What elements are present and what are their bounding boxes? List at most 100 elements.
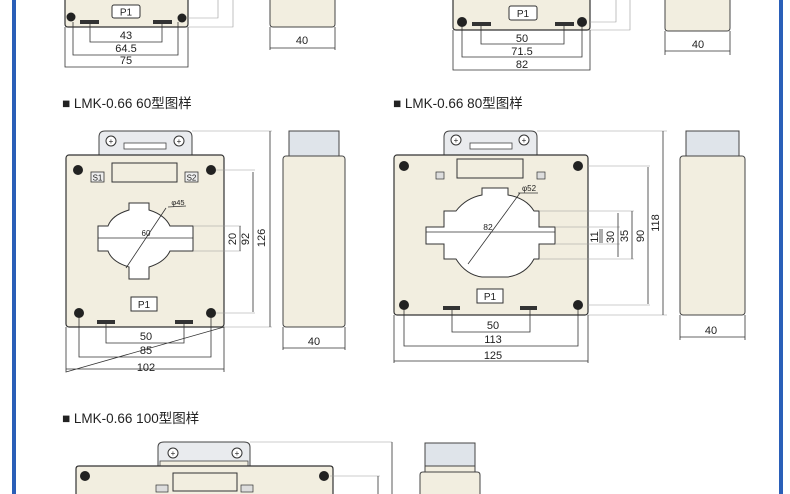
drawing-line: [239, 131, 271, 327]
bolt-icon: [457, 17, 467, 27]
p1-label: P1: [517, 9, 530, 20]
drawing-line: [188, 0, 234, 28]
dim-side-40: 40: [692, 39, 704, 51]
drawing-line: [167, 205, 187, 208]
s1-marker: [435, 171, 445, 180]
bolt-icon: [206, 165, 216, 175]
dim-phi52: φ52: [522, 184, 537, 193]
drawing-line: [173, 135, 185, 147]
s2-marker: [240, 484, 254, 493]
side-view: [282, 155, 346, 328]
dim-64-5: 64.5: [115, 43, 136, 55]
drawing-line: [599, 131, 664, 315]
drawing-line: [426, 192, 555, 265]
dim-82: 82: [483, 222, 493, 232]
s2-marker: [536, 171, 546, 180]
top-left-drawing: P1 43 64.5 75 40: [64, 0, 336, 68]
drawing-line: [184, 171, 199, 183]
left-frame-border: [12, 0, 16, 494]
side-cap: [685, 130, 740, 158]
dim-side-40: 40: [296, 35, 308, 47]
p1-label: P1: [484, 292, 497, 303]
dim-60: 60: [142, 229, 151, 238]
screw-icon: +: [522, 136, 527, 145]
side-view: [664, 0, 731, 32]
drawing-line: [64, 22, 189, 68]
terminal-bar: [175, 320, 193, 324]
drawing-line: [679, 315, 746, 340]
drawing-line: [590, 0, 631, 31]
terminal-bar: [153, 20, 172, 24]
bolt-icon: [573, 300, 583, 310]
bolt-icon: [177, 13, 187, 23]
dim-side-40: 40: [705, 325, 717, 337]
bolt-icon: [573, 161, 583, 171]
dim-102: 102: [137, 362, 155, 374]
terminal-bar: [97, 320, 115, 324]
side-view: [419, 471, 481, 494]
nameplate-window: [456, 158, 524, 179]
bolt-icon: [577, 17, 587, 27]
screw-icon: +: [177, 137, 182, 146]
terminal-bar: [472, 22, 491, 26]
p1-label-box: [476, 288, 504, 304]
screw-icon: +: [171, 449, 176, 458]
s1-label: S1: [93, 174, 103, 183]
dim-43: 43: [120, 30, 132, 42]
s2-label: S2: [187, 174, 197, 183]
drawing-line: [105, 135, 117, 147]
bolt-icon: [206, 308, 216, 318]
drawing-line: [123, 142, 167, 150]
terminal-bar: [80, 20, 99, 24]
dim-50: 50: [516, 33, 528, 45]
dim-90: 90: [635, 230, 647, 242]
drawing-line: [664, 31, 731, 55]
bolt-icon: [80, 471, 90, 481]
p1-label-box: [508, 5, 538, 21]
dim-126: 126: [256, 229, 268, 247]
heading-lmk-100: ■ LMK-0.66 100型图样: [62, 411, 199, 426]
heading-lmk-60: ■ LMK-0.66 60型图样: [62, 96, 192, 111]
dim-20: 20: [227, 233, 239, 245]
bolt-icon: [399, 161, 409, 171]
drawing-line: [537, 130, 667, 316]
side-cap: [424, 442, 476, 467]
dim-35: 35: [619, 230, 631, 242]
dim-71-5: 71.5: [511, 46, 532, 58]
side-view: [679, 155, 746, 316]
drawing-line: [452, 26, 591, 71]
heading-lmk-80: ■ LMK-0.66 80型图样: [393, 96, 523, 111]
dim-118: 118: [650, 214, 662, 232]
dim-30: 30: [605, 231, 617, 243]
drawing-line: [167, 447, 179, 459]
dim-85: 85: [140, 345, 152, 357]
p1-label-box: [111, 4, 141, 19]
side-view: [269, 0, 336, 28]
drawing-line: [377, 442, 393, 494]
drawing-line: [231, 447, 243, 459]
terminal-bar: [555, 22, 574, 26]
dim-113: 113: [484, 334, 502, 346]
drawing-line: [450, 134, 462, 146]
drawing-line: [518, 134, 530, 146]
dim-phi45: φ45: [171, 198, 184, 207]
dim-50: 50: [140, 331, 152, 343]
model-80-drawing: + + 82 φ52 P1 118 90 35 30 11 50 113 125…: [393, 130, 746, 363]
nameplate-window: [172, 472, 238, 492]
dim-92: 92: [240, 233, 252, 245]
drawing-line: [424, 465, 476, 473]
bolt-icon: [73, 165, 83, 175]
drawing-line: [65, 318, 225, 373]
dim-side-40: 40: [308, 336, 320, 348]
primary-conductor-hole: [425, 187, 556, 278]
top-right-drawing: P1 50 71.5 82 40: [452, 0, 731, 71]
terminal-bar: [520, 306, 537, 310]
drawing-line: [90, 171, 105, 183]
p1-label: P1: [120, 8, 133, 19]
s1-marker: [155, 484, 169, 493]
drawing-line: [250, 441, 392, 477]
primary-conductor-hole: [97, 202, 194, 280]
drawing-line: [98, 207, 193, 269]
